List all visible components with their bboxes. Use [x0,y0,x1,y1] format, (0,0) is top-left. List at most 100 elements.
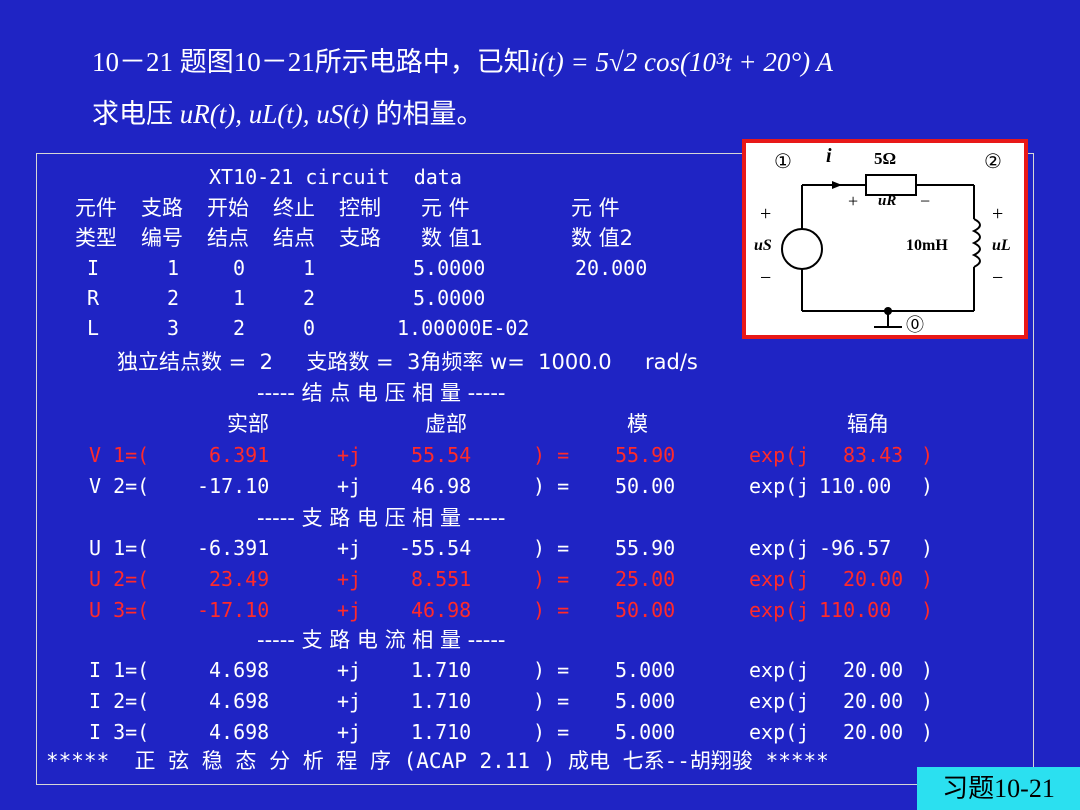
close-paren: ) [921,598,934,622]
row-label: V 2=( [89,474,150,498]
element-end: 1 [303,256,316,280]
magnitude: 5.000 [615,689,676,713]
resistor-label: 5Ω [874,149,897,168]
node-2-label: ② [984,149,1002,173]
exp-prefix: exp(j [749,720,810,744]
column-header: 辐角 [847,412,889,436]
exp-prefix: exp(j [749,474,810,498]
uR-label: uR [878,193,897,209]
element-end: 2 [303,286,316,310]
header-cell: 终止 [273,196,315,220]
angle: 83.43 [843,443,904,467]
header-cell: 结点 [207,226,249,250]
equals: ) = [533,689,570,713]
uL-plus: + [992,203,1004,225]
magnitude: 50.00 [615,598,676,622]
exp-prefix: exp(j [749,689,810,713]
close-paren: ) [921,658,934,682]
uL-minus: − [992,267,1004,289]
real-part: 4.698 [209,658,270,682]
element-v1: 5.0000 [413,286,486,310]
exp-prefix: exp(j [749,443,810,467]
imag-sign: +j [337,598,362,622]
equals: ) = [533,567,570,591]
element-start: 2 [233,316,246,340]
column-header: 模 [627,412,648,436]
imag-part: 1.710 [411,689,472,713]
imag-part: 1.710 [411,658,472,682]
angle: 110.00 [819,598,892,622]
imag-part: 46.98 [411,598,472,622]
angle: 20.00 [843,658,904,682]
element-type: L [87,316,100,340]
magnitude: 55.90 [615,536,676,560]
magnitude: 5.000 [615,720,676,744]
close-paren: ) [921,536,934,560]
row-label: V 1=( [89,443,150,467]
header-cell: 控制 [339,196,381,220]
imag-part: 8.551 [411,567,472,591]
results-panel: XT10-21 circuit data 元件支路开始终止控制元 件元 件 类型… [36,153,1034,785]
header-cell: 数 值1 [421,226,484,250]
table-title: XT10-21 circuit data [209,165,462,189]
real-part: 23.49 [209,567,270,591]
magnitude: 55.90 [615,443,676,467]
close-paren: ) [921,443,934,467]
summary-line: 独立结点数 = 2 支路数 = 3角频率 w= 1000.0 rad/s [117,350,698,374]
header-cell: 元件 [75,196,117,220]
uS-minus: − [760,267,772,289]
magnitude: 50.00 [615,474,676,498]
real-part: 4.698 [209,689,270,713]
header-cell: 元 件 [421,196,470,220]
imag-part: 1.710 [411,720,472,744]
column-header: 实部 [227,412,269,436]
header-cell: 元 件 [571,196,620,220]
element-branch: 1 [167,256,180,280]
header-cell: 结点 [273,226,315,250]
column-header: 虚部 [425,412,467,436]
real-part: -6.391 [197,536,270,560]
element-branch: 3 [167,316,180,340]
close-paren: ) [921,689,934,713]
row-label: I 3=( [89,720,150,744]
imag-part: -55.54 [399,536,472,560]
problem-suffix: 的相量。 [368,99,484,129]
section-branch-voltage: ----- 支 路 电 压 相 量 ----- [257,506,506,530]
element-branch: 2 [167,286,180,310]
row-label: I 2=( [89,689,150,713]
problem-prefix: 求电压 [92,99,180,129]
imag-sign: +j [337,474,362,498]
equals: ) = [533,443,570,467]
header-cell: 编号 [141,226,183,250]
equals: ) = [533,720,570,744]
uR-minus: − [920,191,931,211]
close-paren: ) [921,567,934,591]
magnitude: 5.000 [615,658,676,682]
exp-prefix: exp(j [749,536,810,560]
real-part: 6.391 [209,443,270,467]
equals: ) = [533,536,570,560]
imag-sign: +j [337,536,362,560]
uS-label: uS [754,237,772,254]
element-v2: 20.000 [575,256,648,280]
exp-prefix: exp(j [749,658,810,682]
uL-label: uL [992,237,1011,254]
row-label: I 1=( [89,658,150,682]
circuit-svg [781,174,981,328]
header-cell: 数 值2 [571,226,634,250]
close-paren: ) [921,720,934,744]
header-cell: 开始 [207,196,249,220]
problem-line-1: 10－21 题图10－21所示电路中，已知i(t) = 5√2 cos(10³t… [92,40,833,79]
angle: 110.00 [819,474,892,498]
element-end: 0 [303,316,316,340]
uR-plus: + [848,191,859,211]
row-label: U 3=( [89,598,150,622]
angle: 20.00 [843,689,904,713]
magnitude: 25.00 [615,567,676,591]
close-paren: ) [921,474,934,498]
imag-sign: +j [337,443,362,467]
element-start: 0 [233,256,246,280]
header-cell: 支路 [141,196,183,220]
inductor-label: 10mH [906,237,948,254]
footer-credit: ***** 正 弦 稳 态 分 析 程 序 (ACAP 2.11 ) 成电 七系… [46,749,829,773]
